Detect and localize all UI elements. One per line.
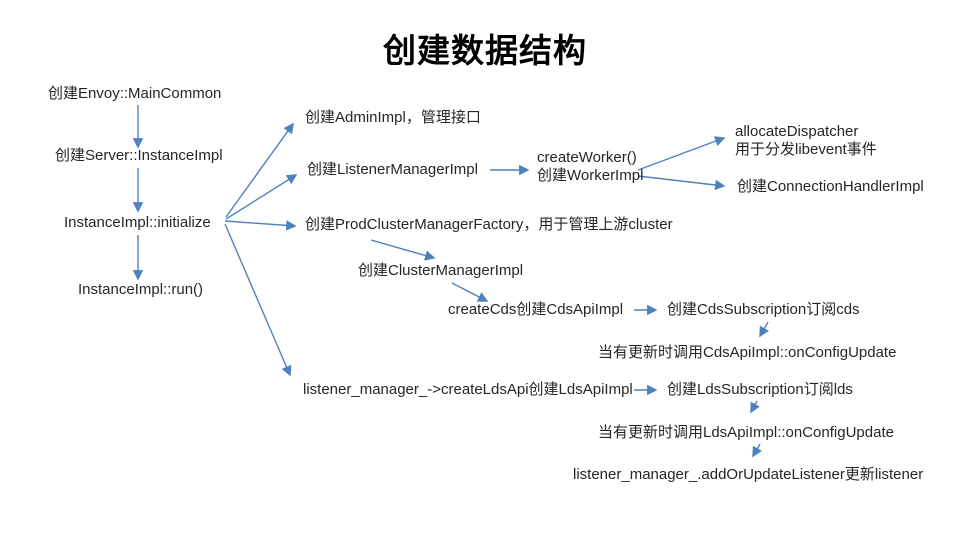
node-cds-on-config-update: 当有更新时调用CdsApiImpl::onConfigUpdate: [598, 344, 897, 361]
edge-lds_subscription-lds_on_config_update: [750, 400, 760, 414]
node-lds-subscription: 创建LdsSubscription订阅lds: [667, 381, 853, 398]
allocate-dispatcher-line2: 用于分发libevent事件: [735, 141, 877, 158]
node-connection-handler-impl: 创建ConnectionHandlerImpl: [737, 178, 924, 195]
edge-initialize-prod_cluster_manager_factory: [224, 220, 297, 231]
node-instance-impl-run: InstanceImpl::run(): [78, 281, 204, 298]
node-cluster-manager-impl: 创建ClusterManagerImpl: [358, 262, 524, 279]
page-title: 创建数据结构: [383, 32, 587, 69]
edge-initialize-admin_impl: [225, 122, 294, 218]
edge-cluster_manager_impl-create_cds: [451, 282, 489, 302]
allocate-dispatcher-line1: allocateDispatcher: [735, 123, 859, 140]
edge-prod_cluster_manager_factory-cluster_manager_impl: [370, 239, 436, 261]
edge-lds_on_config_update-add_or_update_listener: [752, 443, 763, 458]
node-admin-impl: 创建AdminImpl，管理接口: [305, 109, 481, 126]
node-cds-subscription: 创建CdsSubscription订阅cds: [667, 301, 860, 318]
node-create-lds: listener_manager_->createLdsApi创建LdsApiI…: [303, 381, 633, 398]
node-lds-on-config-update: 当有更新时调用LdsApiImpl::onConfigUpdate: [598, 424, 894, 441]
edge-create_worker-connection_handler_impl: [637, 175, 726, 191]
node-add-or-update-listener: listener_manager_.addOrUpdateListener更新l…: [573, 466, 924, 483]
edge-initialize-create_lds: [224, 223, 292, 377]
node-listener-manager-impl: 创建ListenerManagerImpl: [307, 161, 478, 178]
edge-create_worker-allocate_dispatcher: [637, 136, 726, 171]
edge-cds_subscription-cds_on_config_update: [759, 321, 769, 338]
create-worker-line2: 创建WorkerImpl: [537, 167, 644, 184]
node-prod-cluster-manager-factory: 创建ProdClusterManagerFactory，用于管理上游cluste…: [305, 216, 673, 233]
node-create-worker: createWorker()创建WorkerImpl: [537, 149, 643, 185]
node-main-common: 创建Envoy::MainCommon: [48, 85, 222, 102]
node-server-instance-impl: 创建Server::InstanceImpl: [55, 147, 223, 164]
node-instance-impl-initialize: InstanceImpl::initialize: [64, 214, 211, 231]
edge-initialize-listener_manager_impl: [225, 174, 298, 220]
create-worker-line1: createWorker(): [537, 149, 637, 166]
node-create-cds: createCds创建CdsApiImpl: [448, 301, 624, 318]
